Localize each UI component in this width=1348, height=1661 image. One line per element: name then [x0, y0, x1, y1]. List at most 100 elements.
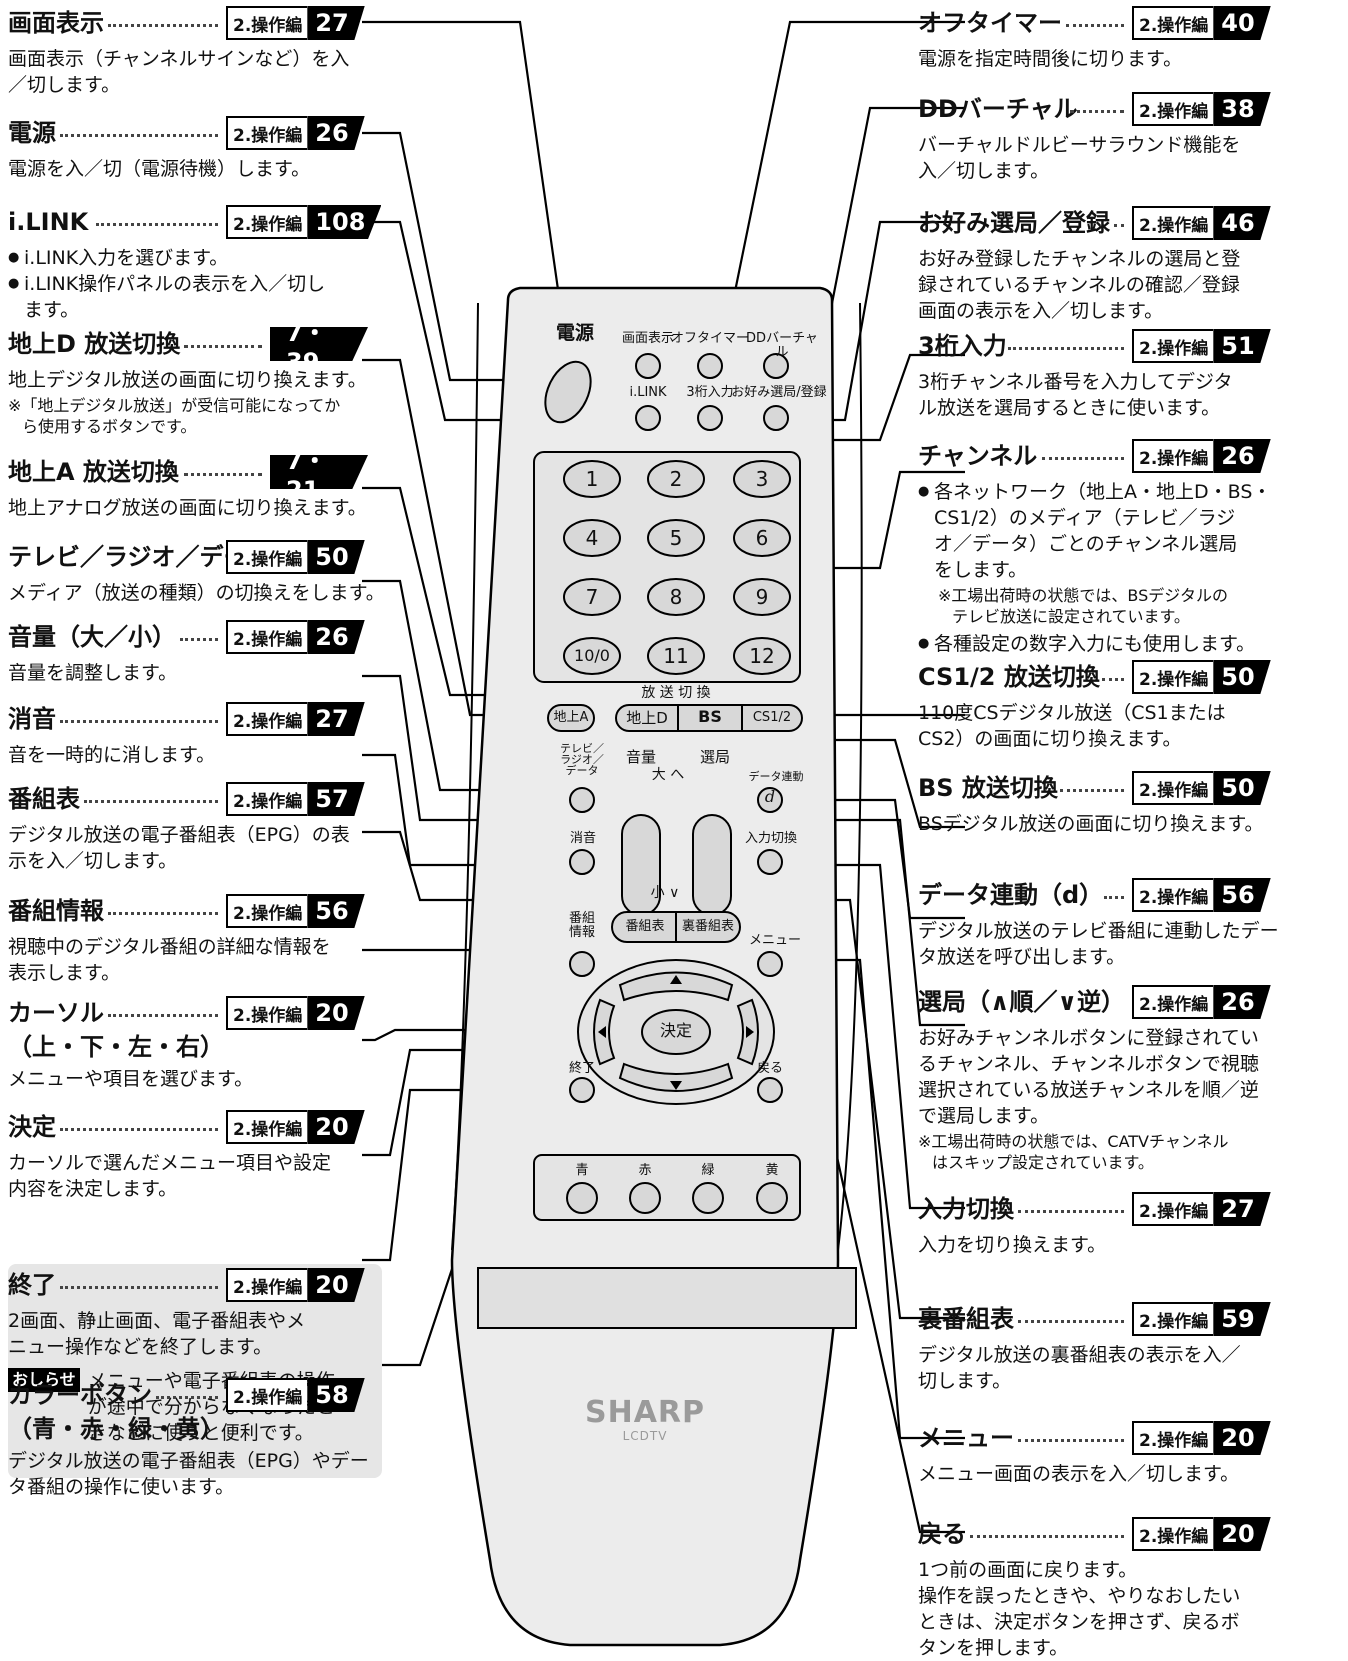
number-button-11[interactable]: 11	[663, 644, 689, 668]
number-button-6[interactable]: 6	[755, 526, 769, 550]
button-cs[interactable]: CS1/2	[752, 710, 792, 725]
button-analog[interactable]: 地上A	[553, 710, 589, 725]
number-button-10[interactable]: 10/0	[574, 646, 610, 665]
entry-title: 決定	[8, 1113, 56, 1141]
button-data-link[interactable]: d	[764, 787, 776, 806]
leader-dots	[184, 473, 262, 476]
remote-up-label: 大 へ	[651, 767, 685, 783]
remote-epg-info-label: 番組 情報	[568, 911, 595, 940]
oshirase-tag: おしらせ	[8, 1368, 80, 1392]
remote-virtual-label: DDバーチャル	[746, 331, 818, 360]
brand-logo: SHARP	[584, 1395, 706, 1430]
entry-description: 地上アナログ放送の画面に切り換えます。	[8, 497, 367, 519]
number-button-9[interactable]: 9	[755, 585, 769, 609]
number-button-1[interactable]: 1	[585, 467, 599, 491]
leader-dots	[180, 638, 218, 641]
reference-page: 108	[307, 205, 382, 239]
remote-back-label: 戻る	[756, 1061, 783, 1076]
entry-note: ※「地上デジタル放送」が受信可能になってか ら使用するボタンです。	[8, 396, 341, 436]
number-button-12[interactable]: 12	[749, 644, 775, 668]
button-bs[interactable]: BS	[698, 707, 722, 726]
entry-title: 地上A 放送切換	[8, 458, 179, 486]
entry-description: 2画面、静止画面、電子番組表やメ ニュー操作などを終了します。	[8, 1310, 306, 1358]
remote-input-label: 入力切換	[744, 831, 797, 846]
button-epg[interactable]: 番組表	[625, 919, 665, 934]
button-ok[interactable]: 決定	[659, 1021, 692, 1040]
model-label: LCDTV	[622, 1429, 668, 1443]
entry-description: デジタル放送のテレビ番組に連動したデー タ放送を呼び出します。	[918, 920, 1279, 968]
entry-description: メニューや項目を選びます。	[8, 1068, 254, 1090]
entry-description: 視聴中のデジタル番組の詳細な情報を 表示します。	[8, 936, 331, 984]
number-button-5[interactable]: 5	[669, 526, 683, 550]
reference-book: 2.操作編	[226, 1110, 308, 1144]
number-button-3[interactable]: 3	[755, 467, 769, 491]
leader-dots	[1018, 1210, 1124, 1213]
reference-page: 7・21	[270, 455, 368, 489]
page-reference: 7・39	[270, 327, 368, 361]
button-green-label: 緑	[701, 1163, 715, 1178]
entry-title: 番組表	[8, 785, 80, 813]
reference-book: 2.操作編	[226, 702, 308, 736]
entry-description: デジタル放送の電子番組表（EPG）やデー タ番組の操作に使います。	[8, 1450, 369, 1498]
entry-title: データ連動（d）	[918, 881, 1104, 909]
entry-description: 電源を指定時間後に切ります。	[918, 48, 1183, 70]
reference-page: 50	[1213, 771, 1271, 805]
button-yellow-label: 黄	[765, 1163, 779, 1178]
reference-page: 40	[1213, 6, 1271, 40]
reference-book: 2.操作編	[1132, 1421, 1214, 1455]
leader-dots	[1070, 110, 1124, 113]
entry-title: i.LINK	[8, 208, 89, 236]
button-blue-label: 青	[575, 1163, 589, 1178]
reference-page: 50	[1213, 660, 1271, 694]
reference-page: 26	[307, 116, 365, 150]
number-button-8[interactable]: 8	[669, 585, 683, 609]
number-button-4[interactable]: 4	[585, 526, 599, 550]
reference-book: 2.操作編	[226, 782, 308, 816]
bullet-item: 各ネットワーク（地上A・地上D・BS・ CS1/2）のメディア（テレビ／ラジ オ…	[918, 479, 1318, 583]
entry-bullets-2: 各種設定の数字入力にも使用します。	[918, 631, 1318, 657]
entry-title: チャンネル	[918, 442, 1038, 470]
leader-dots	[1060, 789, 1124, 792]
number-button-7[interactable]: 7	[585, 585, 599, 609]
reference-book: 2.操作編	[226, 116, 308, 150]
entry-title: メニュー	[918, 1424, 1014, 1452]
number-button-2[interactable]: 2	[669, 467, 683, 491]
reference-book: 2.操作編	[1132, 1302, 1214, 1336]
reference-book: 2.操作編	[226, 1378, 308, 1412]
reference-book: 2.操作編	[226, 1268, 308, 1302]
reference-book: 2.操作編	[1132, 329, 1214, 363]
entry-title: カーソル	[8, 999, 104, 1027]
entry-description: 1つ前の画面に戻ります。 操作を誤ったときや、やりなおしたい ときは、決定ボタン…	[918, 1559, 1241, 1659]
button-digital[interactable]: 地上D	[626, 709, 668, 727]
button-ura-epg[interactable]: 裏番組表	[681, 919, 734, 934]
reference-book: 2.操作編	[1132, 1192, 1214, 1226]
reference-book: 2.操作編	[1132, 771, 1214, 805]
reference-page: 51	[1213, 329, 1271, 363]
reference-page: 20	[1213, 1517, 1271, 1551]
remote-offtimer-label: オフタイマー	[670, 331, 749, 346]
entry-description: お好み登録したチャンネルの選局と登 録されているチャンネルの確認／登録 画面の表…	[918, 248, 1241, 322]
